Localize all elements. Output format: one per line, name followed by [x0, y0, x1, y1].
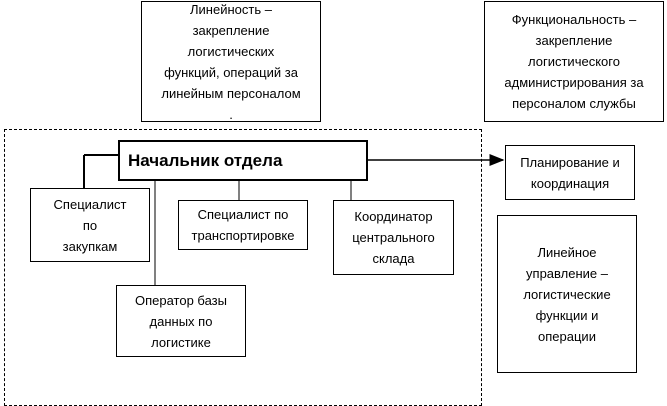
- planning-label: Планирование и координация: [520, 154, 620, 191]
- note-functionality: Функциональность – закрепление логистиче…: [484, 1, 664, 122]
- line-management-box: Линейное управление – логистические функ…: [497, 215, 637, 373]
- head-of-department-label: Начальник отдела: [128, 151, 283, 170]
- note-functionality-text: Функциональность – закрепление логистиче…: [504, 12, 644, 111]
- purchasing-specialist-label: Специалист по закупкам: [53, 196, 127, 254]
- db-operator-label: Оператор базы данных по логистике: [135, 292, 227, 350]
- head-of-department-box: Начальник отдела: [118, 140, 368, 181]
- purchasing-specialist-box: Специалист по закупкам: [30, 188, 150, 262]
- warehouse-coordinator-box: Координатор центрального склада: [333, 200, 454, 275]
- line-management-label: Линейное управление – логистические функ…: [523, 244, 611, 344]
- warehouse-coordinator-label: Координатор центрального склада: [352, 209, 435, 266]
- note-linearity: Линейность – закрепление логистических ф…: [141, 1, 321, 122]
- db-operator-box: Оператор базы данных по логистике: [116, 285, 246, 357]
- note-linearity-text: Линейность – закрепление логистических ф…: [161, 1, 301, 122]
- transport-specialist-label: Специалист по транспортировке: [191, 207, 295, 243]
- planning-box: Планирование и координация: [505, 145, 635, 200]
- transport-specialist-box: Специалист по транспортировке: [178, 200, 308, 250]
